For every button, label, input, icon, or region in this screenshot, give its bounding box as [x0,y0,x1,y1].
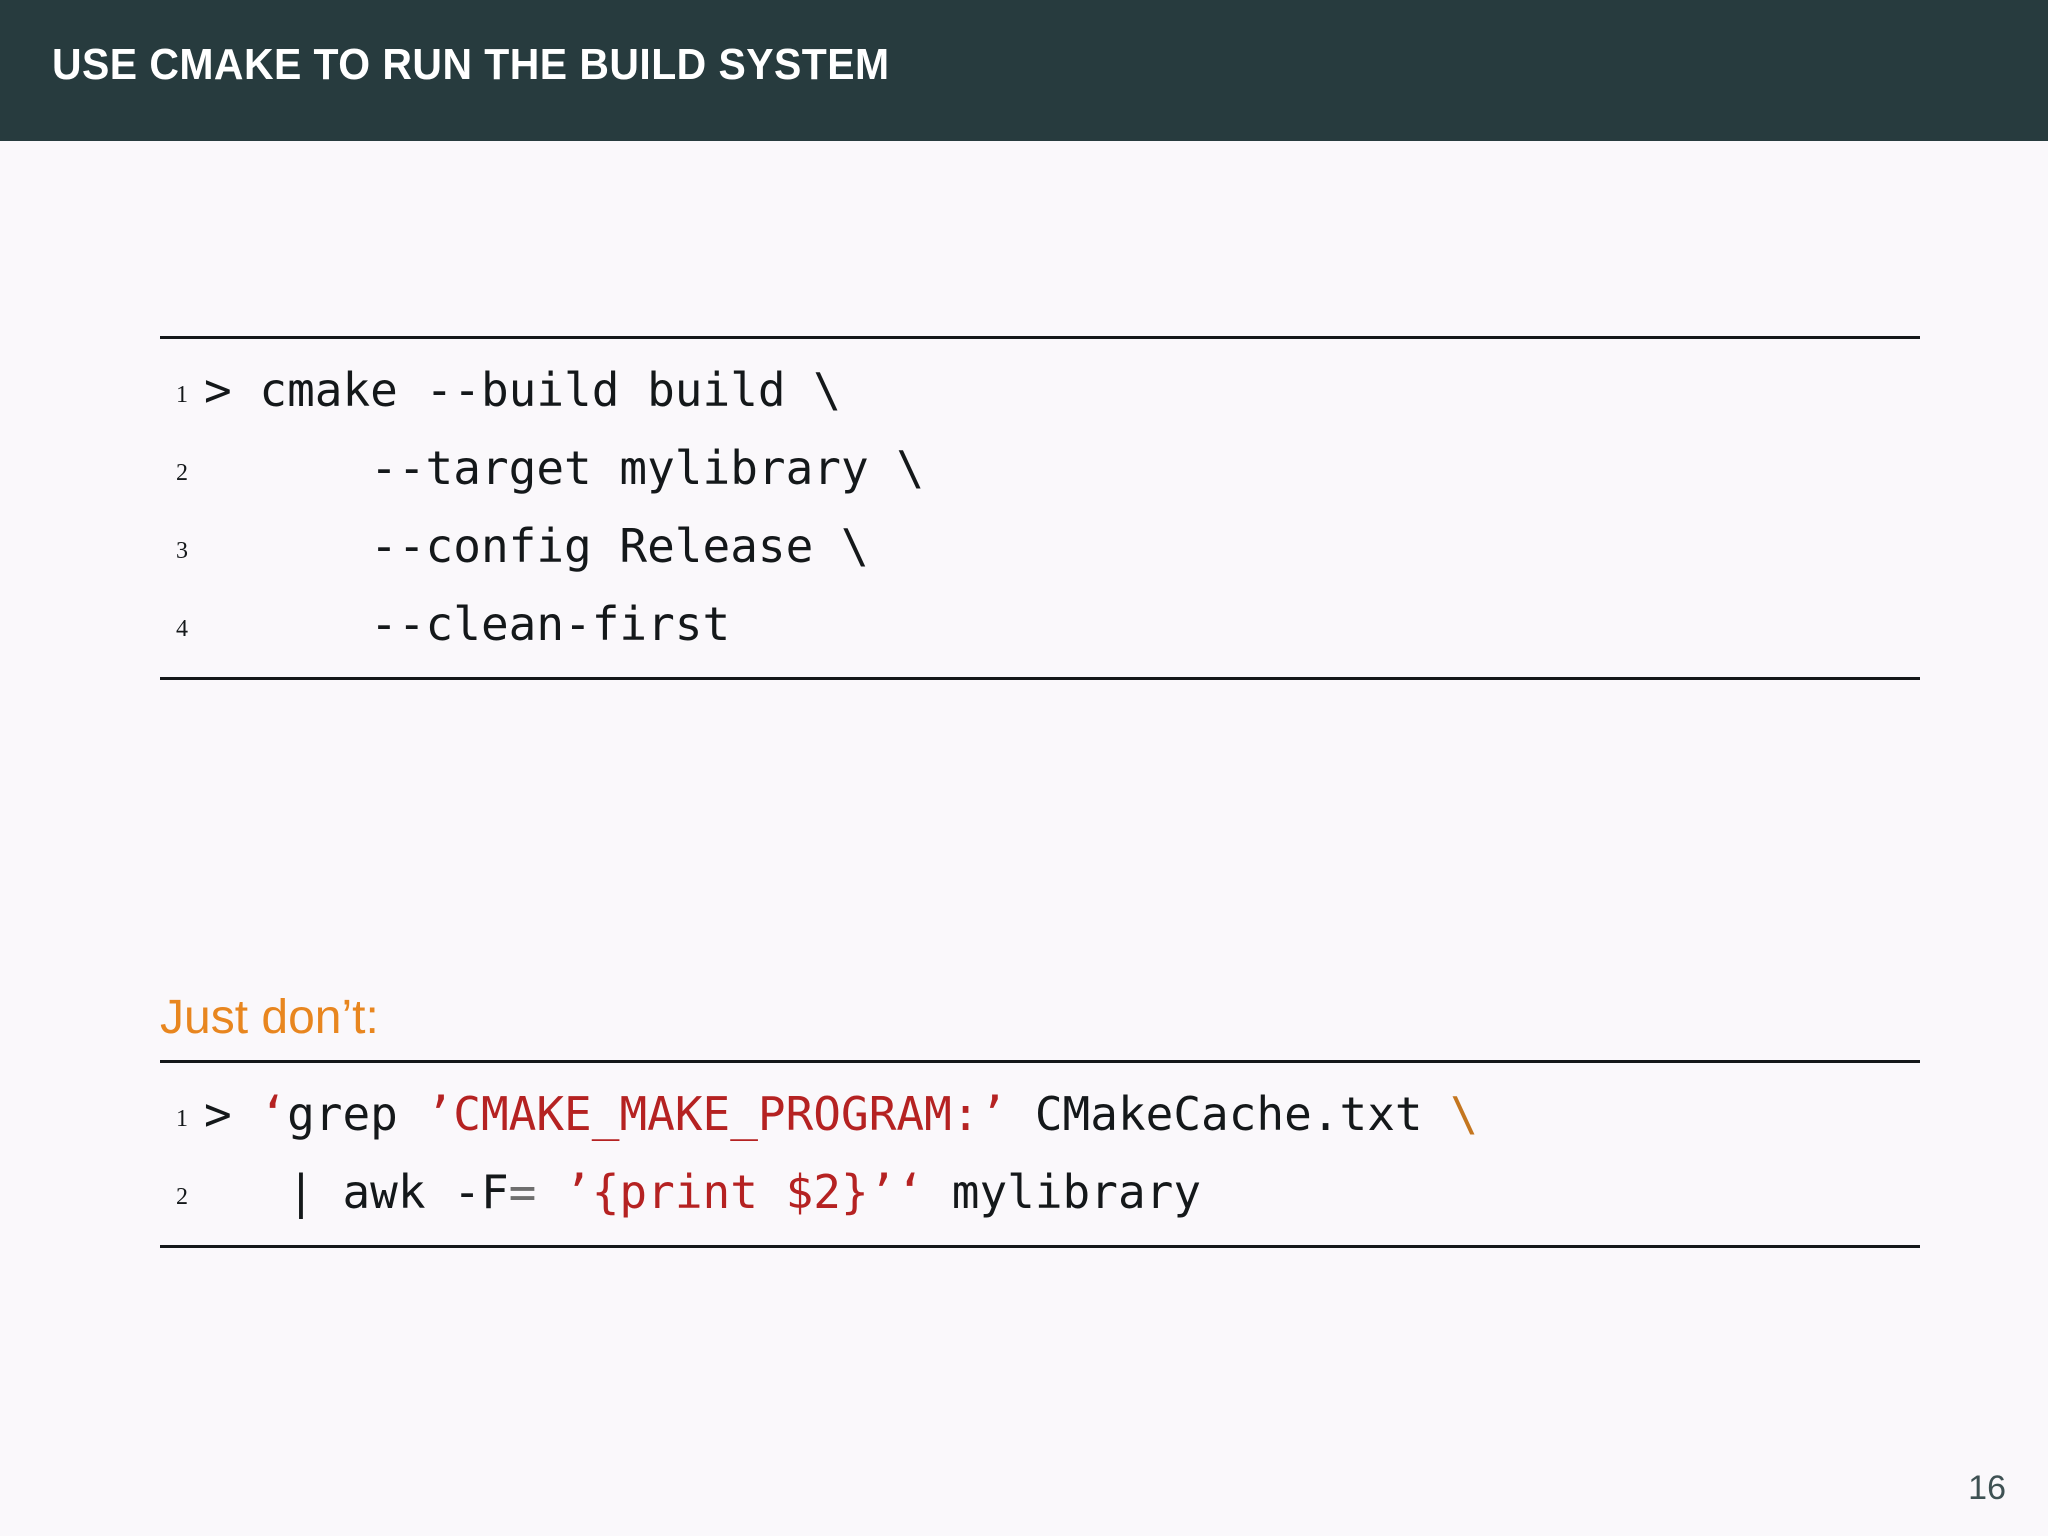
code-lines: 1 > ‘grep ’CMAKE_MAKE_PROGRAM:’ CMakeCach… [160,1063,1920,1245]
code-token-continuation: \ [1450,1087,1478,1141]
code-line-text: | awk -F= ’{print $2}’‘ mylibrary [204,1153,1201,1231]
code-lines: 1> cmake --build build \2 --target mylib… [160,339,1920,677]
code-block-top-rule [160,336,1920,339]
code-token-plain [536,1165,564,1219]
code-token-plain: CMakeCache.txt [1007,1087,1451,1141]
code-token-plain: > cmake --build build [204,363,814,417]
callout-just-dont: Just don’t: [160,991,379,1044]
code-token-plain: \ [840,519,869,573]
code-block-cmake-build: 1> cmake --build build \2 --target mylib… [160,336,1920,680]
code-line-text: --config Release \ [204,507,869,585]
code-line: 2 --target mylibrary \ [160,429,1920,507]
code-block-bottom-rule [160,1245,1920,1248]
slide-content: 1> cmake --build build \2 --target mylib… [0,141,2048,1536]
code-token-plain: --clean-first [204,597,731,651]
code-line-number: 1 [176,382,188,408]
code-token-plain: mylibrary [924,1165,1202,1219]
code-line-number: 1 [176,1106,188,1132]
code-line: 1 > ‘grep ’CMAKE_MAKE_PROGRAM:’ CMakeCach… [160,1075,1920,1153]
code-line-text: > ‘grep ’CMAKE_MAKE_PROGRAM:’ CMakeCache… [204,1075,1478,1153]
code-token-plain: grep [287,1087,426,1141]
code-token-string: ‘ [259,1087,288,1141]
code-token-plain: > [204,1087,260,1141]
code-block-bottom-rule [160,677,1920,680]
code-block-top-rule [160,1060,1920,1063]
page-title: Use CMake to run the build system [52,40,890,89]
code-line-number: 3 [176,538,188,564]
code-token-operator: = [508,1165,537,1219]
code-line-text: --target mylibrary \ [204,429,924,507]
code-line-number: 4 [176,616,188,642]
code-token-plain: --target mylibrary [204,441,897,495]
slide-title-bar: Use CMake to run the build system [0,0,2048,141]
code-line: 4 --clean-first [160,585,1920,663]
code-line-text: > cmake --build build \ [204,351,841,429]
code-line: 1 > cmake --build build \ [160,351,1920,429]
code-token-plain: --config Release [204,519,841,573]
code-line-text: --clean-first [204,585,730,663]
code-token-string: ’CMAKE_MAKE_PROGRAM:’ [425,1087,1008,1141]
code-token-plain: | awk -F [204,1165,509,1219]
code-token-plain: \ [896,441,925,495]
code-token-string: ’{print $2}’‘ [564,1165,925,1219]
code-line: 3 --config Release \ [160,507,1920,585]
code-line: 2 | awk -F= ’{print $2}’‘ mylibrary [160,1153,1920,1231]
code-line-number: 2 [176,460,188,486]
code-block-grep-awk: 1 > ‘grep ’CMAKE_MAKE_PROGRAM:’ CMakeCach… [160,1060,1920,1248]
page-number: 16 [1968,1469,2006,1507]
code-token-plain: \ [813,363,841,417]
code-line-number: 2 [176,1184,188,1210]
